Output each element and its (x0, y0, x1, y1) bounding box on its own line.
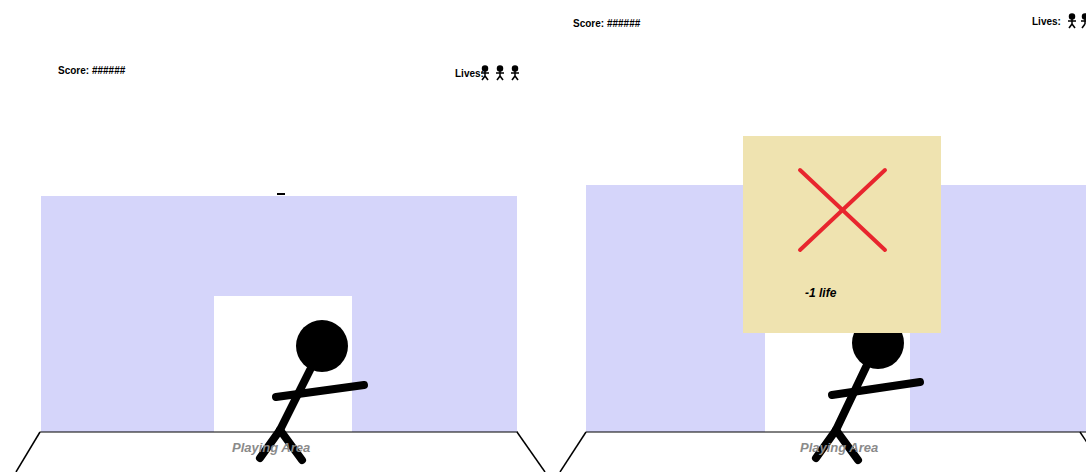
area-label: Playing Area (230, 440, 312, 455)
floor-edge (517, 432, 545, 472)
lives-label: Lives: (455, 68, 484, 80)
stick-figure (816, 317, 920, 460)
penalty-popup: -1 life (743, 136, 941, 333)
score-label: Score: ###### (573, 18, 640, 30)
area-label: Playing Area (798, 440, 880, 455)
life-icons (1068, 14, 1086, 28)
doorway (214, 296, 352, 432)
floor-edge (560, 432, 586, 472)
lives-label: Lives: (1032, 16, 1061, 28)
penalty-text: -1 life (805, 286, 836, 300)
background-wall (41, 196, 517, 432)
cross-mark (743, 136, 941, 333)
marker-dash (277, 193, 285, 195)
floor-edge (1080, 432, 1086, 447)
life-icons (481, 66, 519, 80)
score-label: Score: ###### (58, 65, 125, 77)
floor-edge (16, 432, 40, 472)
stick-figure (260, 320, 364, 460)
